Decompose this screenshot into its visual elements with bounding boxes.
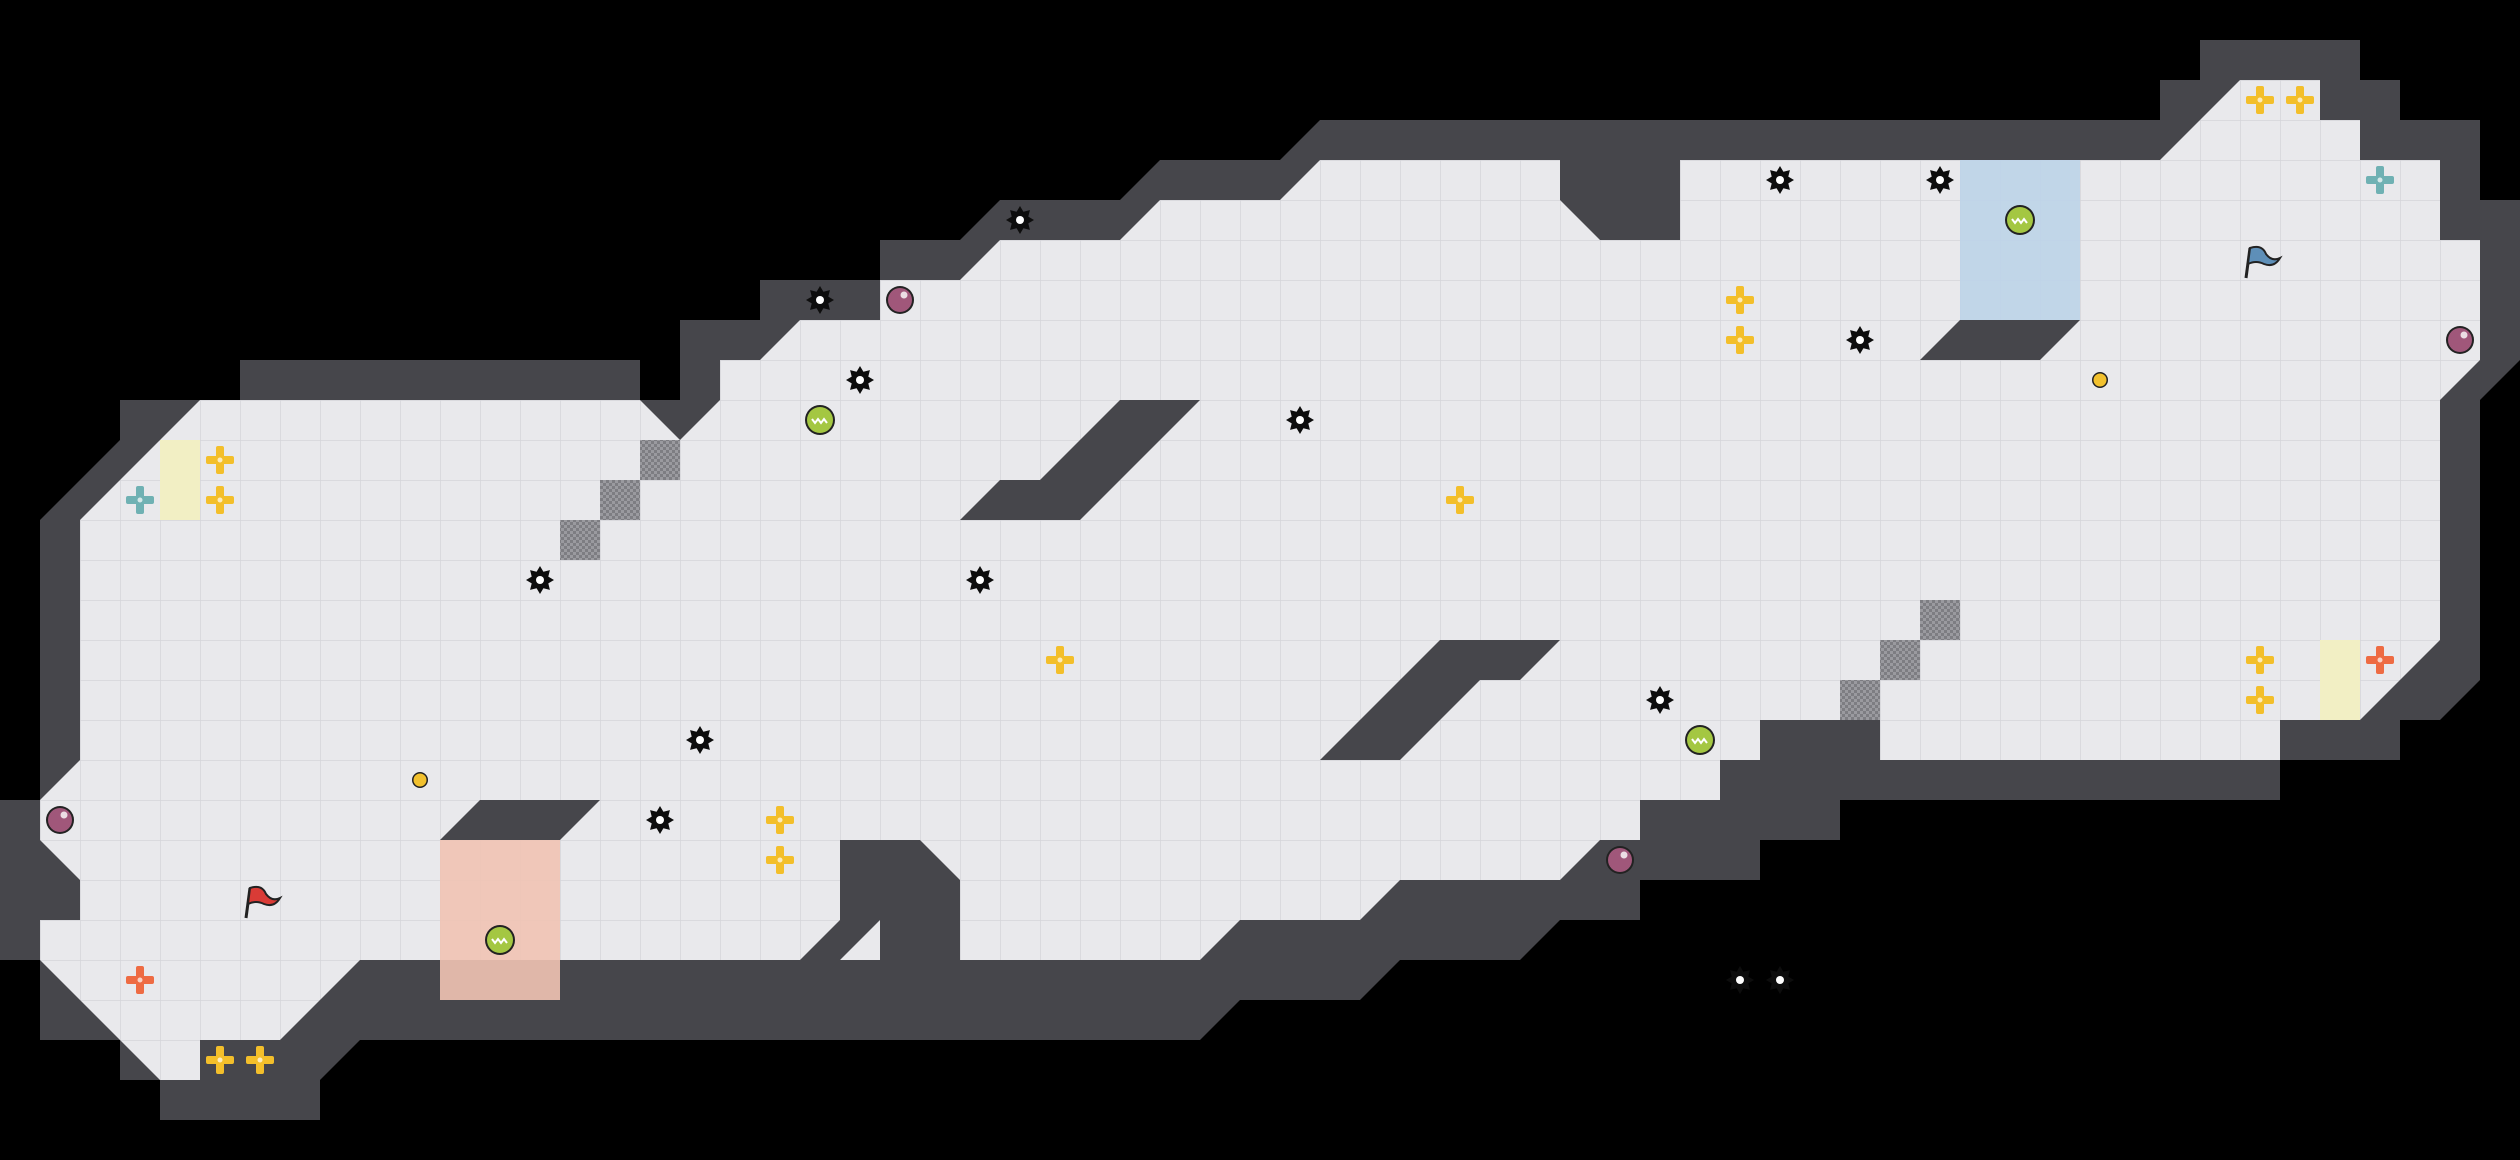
outer-void (2480, 640, 2520, 680)
spike-mine-icon (806, 286, 834, 314)
team-flag-icon (2244, 245, 2283, 279)
diagonal-wall (960, 400, 1200, 520)
wall-block (1760, 720, 1880, 840)
crate-block-icon (560, 520, 600, 560)
plus-powerup-icon (206, 446, 234, 474)
crate-block-icon (640, 440, 680, 480)
plus-powerup-icon (2246, 86, 2274, 114)
wall-block (1640, 160, 1680, 240)
crate-block-icon (600, 480, 640, 520)
spike-mine-icon (1006, 206, 1034, 234)
arena-floor (40, 80, 2480, 1080)
plus-powerup-icon (206, 1046, 234, 1074)
terrain-layer (0, 40, 2520, 1120)
plus-powerup-icon (2246, 686, 2274, 714)
plus-powerup-icon (126, 966, 154, 994)
blue-team-zone (1960, 160, 2080, 320)
spike-mine-icon (1926, 166, 1954, 194)
plus-powerup-icon (126, 486, 154, 514)
coin-icon (2092, 372, 2108, 388)
speed-orb-icon (805, 405, 835, 435)
plus-powerup-icon (2366, 166, 2394, 194)
diagonal-wall (1320, 640, 1560, 760)
speed-orb-icon (1685, 725, 1715, 755)
plus-powerup-icon (1046, 646, 1074, 674)
yellow-boost-zone (2320, 640, 2360, 720)
spike-mine-icon (1286, 406, 1314, 434)
spike-mine-icon (646, 806, 674, 834)
spike-mine-icon (846, 366, 874, 394)
red-team-zone (440, 840, 560, 1000)
plus-powerup-icon (2246, 646, 2274, 674)
plus-powerup-icon (2366, 646, 2394, 674)
crate-layer (560, 440, 1960, 720)
spike-mine-icon (1646, 686, 1674, 714)
diagonal-wall (1920, 320, 2080, 360)
spike-mine-icon (1766, 166, 1794, 194)
spike-mine-icon (686, 726, 714, 754)
team-flag-icon (244, 885, 283, 919)
speed-orb-icon (2005, 205, 2035, 235)
plus-powerup-icon (1726, 326, 1754, 354)
bomb-orb-icon (1606, 846, 1634, 874)
crate-block-icon (1880, 640, 1920, 680)
yellow-boost-zone (160, 440, 200, 520)
plus-powerup-icon (206, 486, 234, 514)
spike-mine-icon (1766, 966, 1794, 994)
items-layer (46, 86, 2474, 1074)
outer-void (0, 760, 40, 800)
plus-powerup-icon (2286, 86, 2314, 114)
bomb-orb-icon (886, 286, 914, 314)
speed-orb-icon (485, 925, 515, 955)
plus-powerup-icon (766, 846, 794, 874)
coin-icon (412, 772, 428, 788)
plus-powerup-icon (246, 1046, 274, 1074)
crate-block-icon (1840, 680, 1880, 720)
spike-mine-icon (1846, 326, 1874, 354)
plus-powerup-icon (766, 806, 794, 834)
spike-mine-icon (1726, 966, 1754, 994)
plus-powerup-icon (1726, 286, 1754, 314)
bomb-orb-icon (2446, 326, 2474, 354)
plus-powerup-icon (1446, 486, 1474, 514)
crate-block-icon (1920, 600, 1960, 640)
spike-mine-icon (966, 566, 994, 594)
diagonal-wall (440, 800, 600, 840)
bomb-orb-icon (46, 806, 74, 834)
spike-mine-icon (526, 566, 554, 594)
wall-block (800, 840, 960, 1000)
